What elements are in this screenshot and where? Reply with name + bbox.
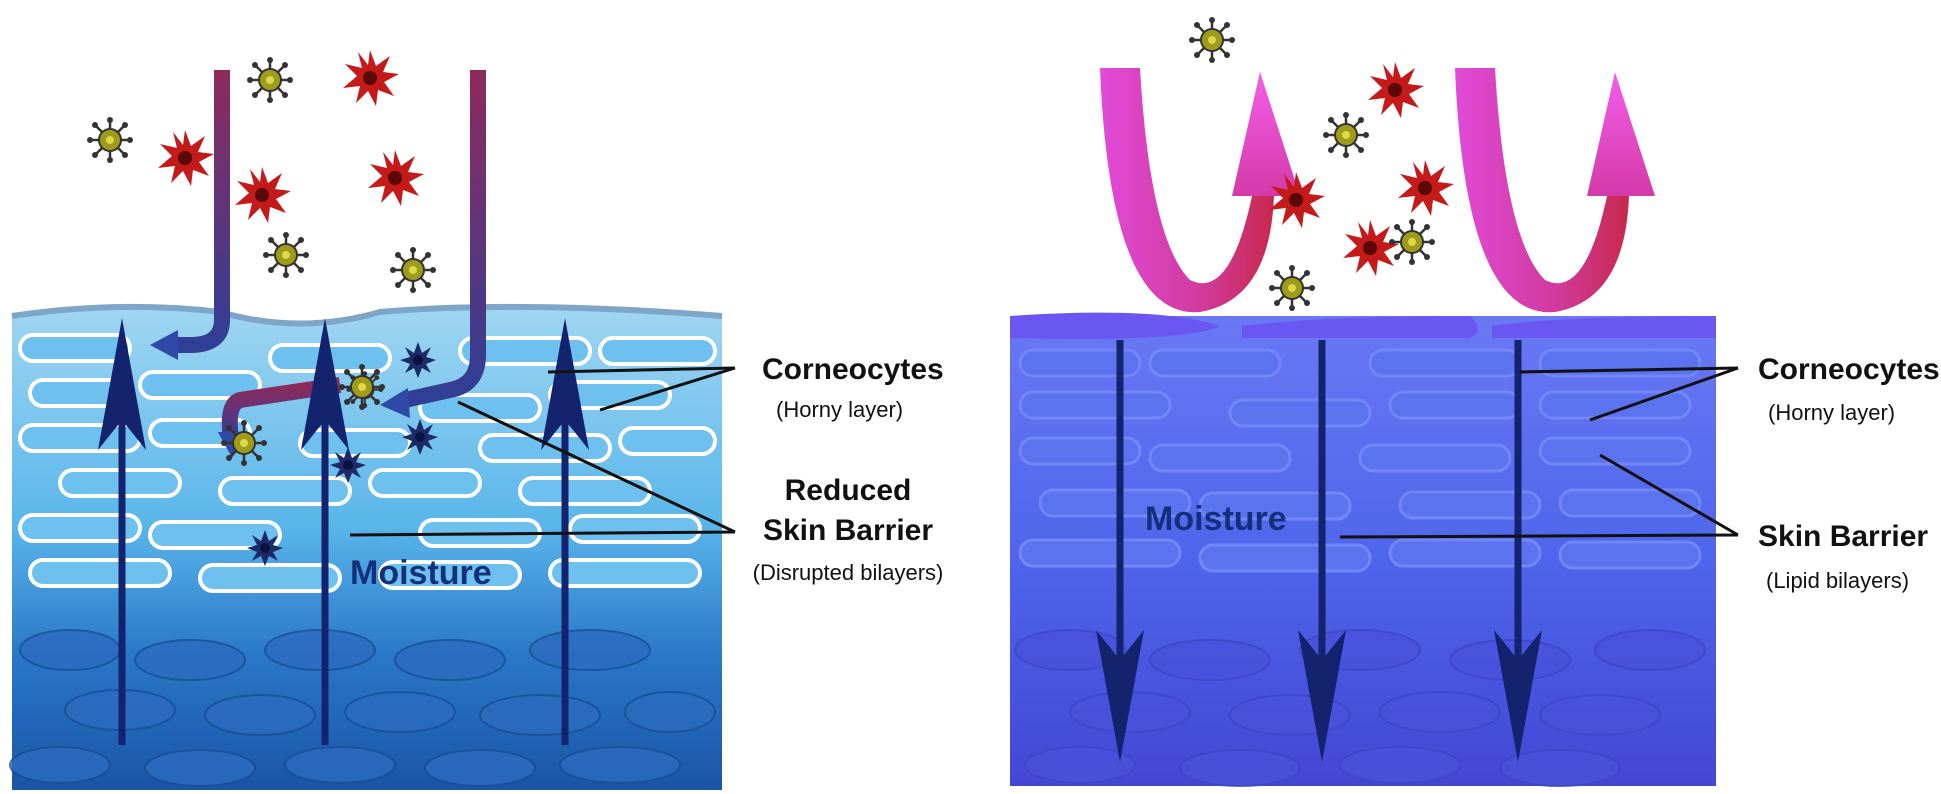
right-corneocytes-label: Corneocytes [1758,353,1940,386]
right-moisture-arrows [1096,340,1542,762]
right-corneocytes [1018,348,1702,573]
left-corneocytes [18,333,717,593]
left-barrier-label-line1: Reduced [785,474,912,507]
right-barrier-sublabel: (Lipid bilayers) [1766,568,1909,593]
left-label-pointers [349,366,736,537]
right-allergen-icons [1269,62,1454,276]
left-corneocytes-label: Corneocytes [762,353,944,386]
right-corneocytes-sublabel: (Horny layer) [1768,400,1895,425]
left-panel: Moisture Corneocytes (Horny layer) Reduc… [9,50,944,790]
right-barrier-label: Skin Barrier [1758,520,1928,553]
right-moisture-label: Moisture [1145,500,1287,538]
reflect-arrows [1100,68,1655,313]
right-microbe-icons [1187,15,1437,313]
left-moisture-arrows [98,318,589,745]
left-corneocytes-sublabel: (Horny layer) [776,397,903,422]
left-barrier-label-line2: Skin Barrier [763,514,933,547]
left-allergen-icons [158,50,424,223]
right-label-pointers [1339,366,1739,539]
left-barrier-sublabel: (Disrupted bilayers) [753,560,944,585]
right-surface-tiles [1010,312,1716,339]
right-panel: Moisture Corneocytes (Horny layer) Skin … [1010,15,1940,787]
left-moisture-label: Moisture [350,554,492,592]
